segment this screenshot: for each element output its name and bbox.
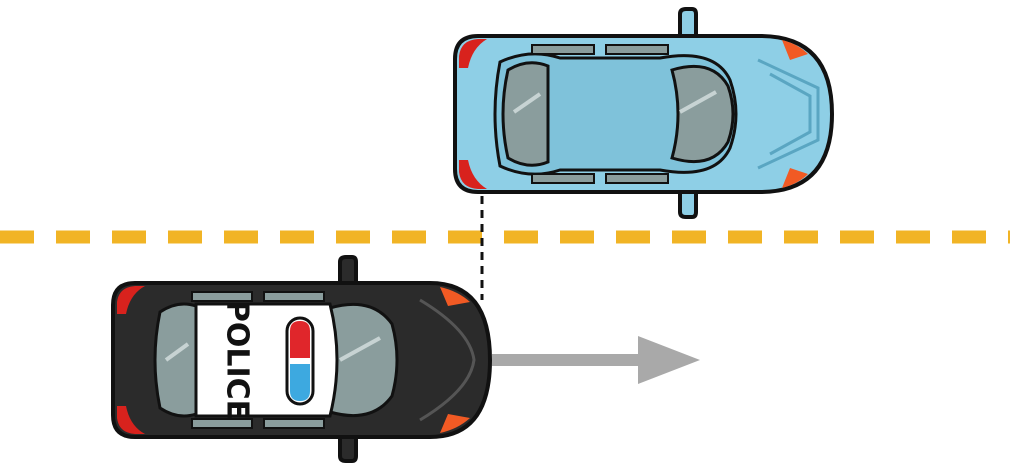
police-car-tail-light-top xyxy=(117,286,145,314)
glass-glare xyxy=(164,342,190,362)
blue-car-hood-lines xyxy=(757,58,820,170)
blue-car-tail-light-bottom xyxy=(459,160,487,189)
blue-car-windshield xyxy=(670,64,735,164)
motion-arrow xyxy=(492,336,700,384)
blue-car-side-window xyxy=(605,173,669,184)
police-light-red xyxy=(290,321,310,358)
blue-car-side-window xyxy=(531,173,595,184)
motion-arrow-head xyxy=(638,336,700,384)
police-car-head-light-top xyxy=(440,287,470,306)
police-car-head-light-bottom xyxy=(440,414,470,433)
police-car-hood-lines xyxy=(419,298,476,422)
glass-glare xyxy=(339,336,381,362)
police-car: POLICE xyxy=(111,255,493,463)
police-car-side-window xyxy=(263,418,325,429)
police-car-mirror-top xyxy=(338,255,358,287)
police-car-side-window xyxy=(191,291,253,302)
glass-glare xyxy=(679,90,717,114)
blue-car-tail-light-top xyxy=(459,39,487,68)
blue-car-side-window xyxy=(531,44,595,55)
police-light-blue xyxy=(290,364,310,401)
police-car-tail-light-bottom xyxy=(117,406,145,434)
glass-glare xyxy=(512,92,542,114)
blue-car-mirror-bottom xyxy=(678,188,698,219)
blue-car-side-window xyxy=(605,44,669,55)
police-label: POLICE xyxy=(220,300,255,420)
police-car-side-window xyxy=(191,418,253,429)
blue-car-head-light-bottom xyxy=(782,168,808,188)
blue-car xyxy=(453,7,835,219)
police-car-roof xyxy=(194,302,339,418)
police-car-mirror-bottom xyxy=(338,433,358,463)
police-car-rear-window xyxy=(153,302,198,418)
police-car-side-window xyxy=(263,291,325,302)
blue-car-rear-window xyxy=(501,61,550,167)
blue-car-head-light-top xyxy=(782,40,808,60)
blue-car-mirror-top xyxy=(678,7,698,40)
